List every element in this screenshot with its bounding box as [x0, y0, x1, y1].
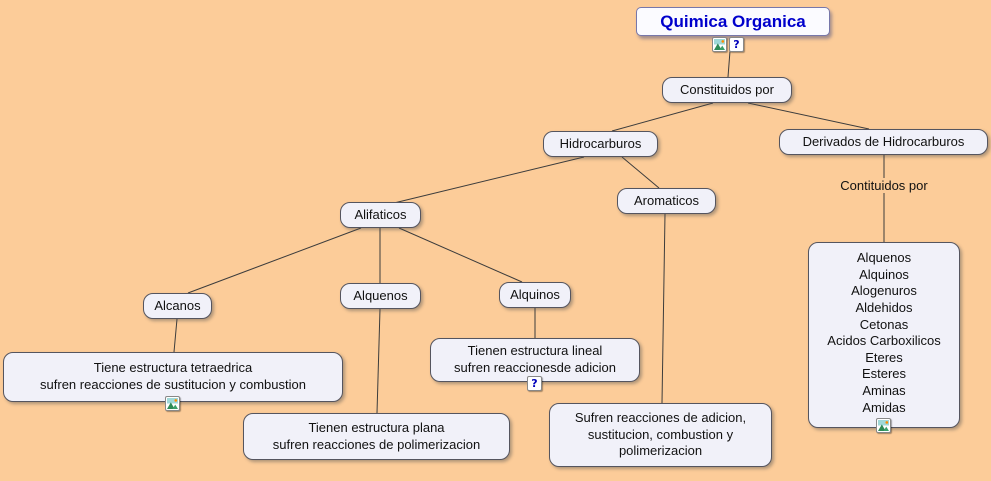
node-label-line: sustitucion, combustion y: [587, 426, 734, 442]
node-label-line: sufren reaccionesde adicion: [454, 360, 616, 375]
node-alcanos[interactable]: Alcanos: [143, 293, 212, 319]
node-alquinos-description[interactable]: Tienen estructura lineal sufren reaccion…: [430, 338, 640, 382]
connector-line: [661, 213, 666, 404]
connector-line: [611, 102, 714, 132]
node-label: Alifaticos: [354, 206, 407, 222]
node-alcanos-description[interactable]: Tiene estructura tetraedrica sufren reac…: [3, 352, 343, 402]
node-hidrocarburos[interactable]: Hidrocarburos: [543, 131, 658, 157]
connector-line: [173, 318, 178, 353]
connector-line: [727, 50, 731, 78]
node-label-line: Tiene estructura tetraedrica: [93, 360, 253, 376]
list-item: Amidas: [862, 399, 906, 415]
node-label: Quimica Organica: [660, 11, 806, 31]
connector-line: [747, 102, 870, 130]
question-glyph: ?: [531, 377, 538, 390]
node-label-line: Tienen estructura plana: [308, 419, 445, 435]
node-derivados-list[interactable]: Alquenos Alquinos Alogenuros Aldehidos C…: [808, 242, 960, 428]
node-aromaticos-description[interactable]: Sufren reacciones de adicion, sustitucio…: [549, 403, 772, 467]
node-label: Aromaticos: [633, 192, 700, 208]
list-item: Alquinos: [859, 266, 909, 282]
connector-line: [187, 227, 362, 294]
node-label-line: sufren reacciones de sustitucion y combu…: [40, 377, 306, 392]
node-label: Alquinos: [510, 286, 560, 302]
image-icon[interactable]: [876, 418, 891, 433]
list-item: Esteres: [861, 366, 907, 382]
node-alquenos[interactable]: Alquenos: [340, 283, 421, 309]
question-glyph: ?: [733, 38, 740, 51]
list-item: Alquenos: [856, 250, 912, 265]
node-quimica-organica[interactable]: Quimica Organica: [636, 7, 830, 36]
question-icon[interactable]: ?: [527, 376, 542, 391]
connector-line: [393, 156, 585, 204]
image-icon[interactable]: [165, 396, 180, 411]
connector-line: [376, 308, 381, 414]
node-label-line: polimerizacion: [618, 443, 703, 459]
image-icon-glyph: [167, 398, 178, 409]
list-item: Alogenuros: [851, 283, 917, 299]
node-label-line: sufren reacciones de polimerizacion: [272, 436, 481, 452]
image-icon-glyph: [714, 39, 725, 50]
linking-phrase-contituidos-por[interactable]: Contituidos por: [826, 178, 942, 193]
list-item: Acidos Carboxilicos: [827, 333, 941, 349]
linking-phrase-label: Contituidos por: [840, 178, 928, 193]
node-derivados-de-hidrocarburos[interactable]: Derivados de Hidrocarburos: [779, 129, 988, 155]
node-label: Hidrocarburos: [559, 135, 642, 151]
node-alquenos-description[interactable]: Tienen estructura plana sufren reaccione…: [243, 413, 510, 460]
list-item: Cetonas: [859, 316, 909, 332]
node-label-line: Sufren reacciones de adicion,: [574, 410, 747, 426]
list-item: Eteres: [865, 349, 903, 365]
node-label: Alcanos: [154, 297, 201, 313]
list-item: Aldehidos: [855, 299, 913, 315]
image-icon[interactable]: [712, 37, 727, 52]
node-alifaticos[interactable]: Alifaticos: [340, 202, 421, 228]
connector-line: [398, 227, 523, 283]
node-label: Constituidos por: [680, 81, 774, 97]
question-icon[interactable]: ?: [729, 37, 744, 52]
node-label: Alquenos: [353, 287, 408, 303]
node-label: Derivados de Hidrocarburos: [802, 133, 965, 149]
node-alquinos[interactable]: Alquinos: [499, 282, 571, 308]
node-aromaticos[interactable]: Aromaticos: [617, 188, 716, 214]
node-constituidos-por[interactable]: Constituidos por: [662, 77, 792, 103]
node-label-line: Tienen estructura lineal: [467, 343, 603, 359]
image-icon-glyph: [878, 420, 889, 431]
connector-line: [621, 156, 660, 189]
list-item: Aminas: [862, 383, 906, 398]
